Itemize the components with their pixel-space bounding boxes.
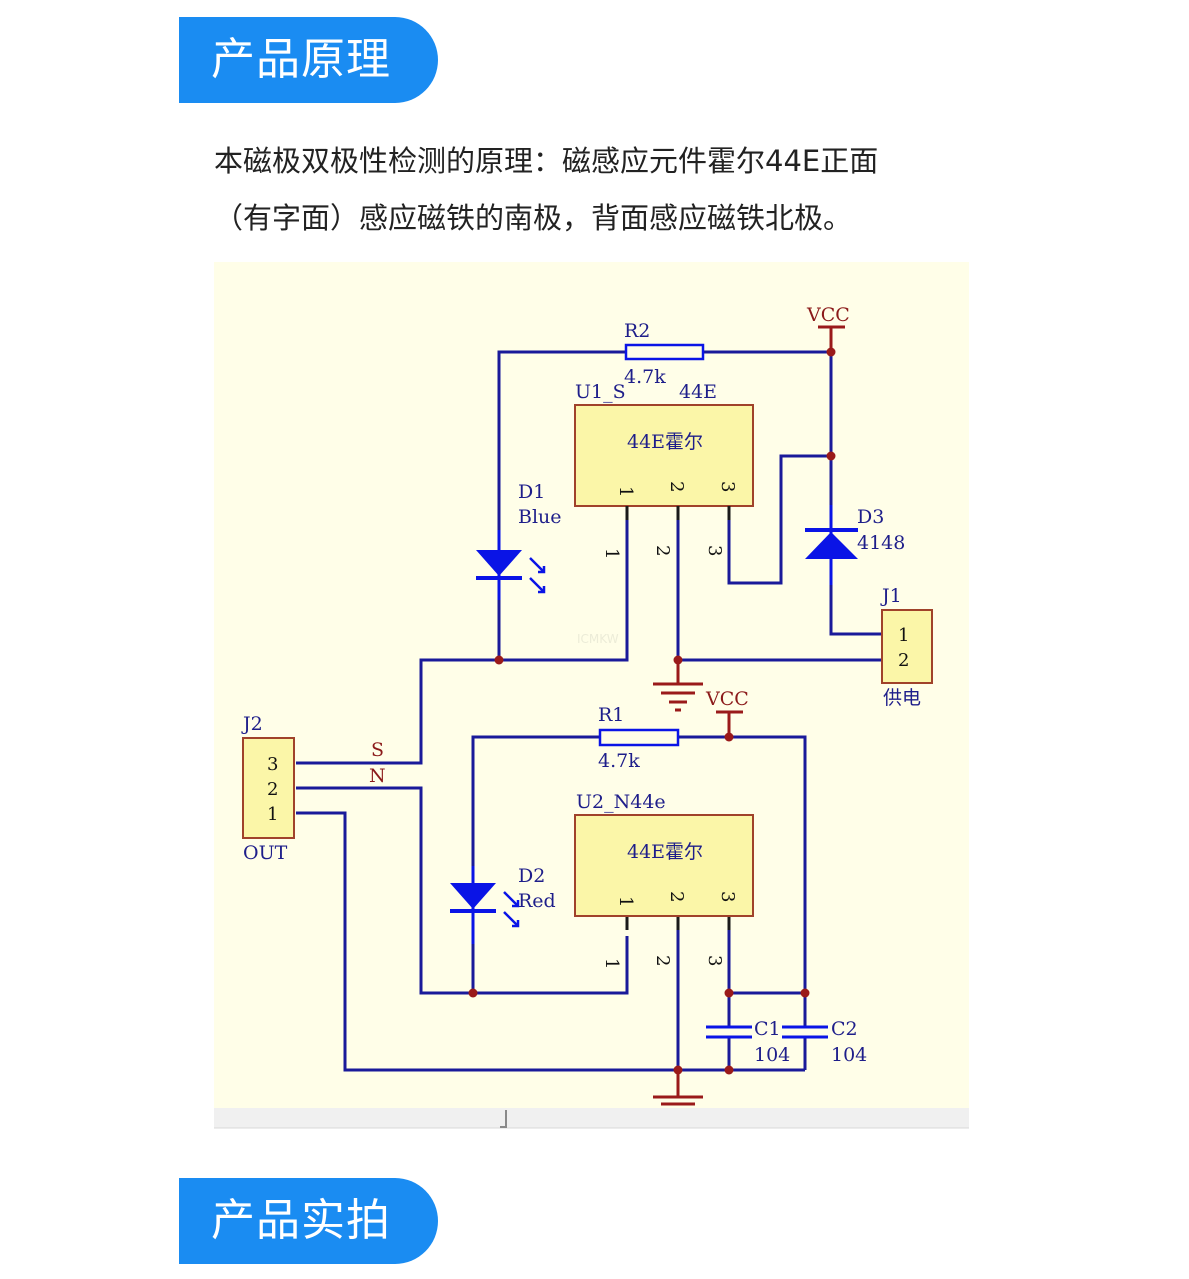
u2-pin3-inner: 3 <box>717 891 738 902</box>
d1-ref: D1 <box>518 481 545 503</box>
wire-r1-vcc <box>678 735 807 993</box>
wire-n-net <box>296 786 629 995</box>
u1-pin3-inner: 3 <box>717 481 738 492</box>
section-title: 产品原理 <box>211 34 391 85</box>
c1-value: 104 <box>754 1044 790 1066</box>
j1-ref: J1 <box>880 585 902 607</box>
j2-pin2: 2 <box>267 779 278 800</box>
u1-pin3-outer: 3 <box>704 545 725 556</box>
vcc-bottom-label: VCC <box>705 688 749 710</box>
resistor-r1 <box>598 728 680 747</box>
capacitor-c1 <box>706 1025 752 1039</box>
u1-ref: U1_S <box>575 381 626 403</box>
junction-dots <box>468 347 836 1075</box>
j2-pin3: 3 <box>267 754 278 775</box>
net-label-s: S <box>371 739 384 761</box>
u2-body-text: 44E霍尔 <box>627 841 703 863</box>
section-title: 产品实拍 <box>211 1195 391 1246</box>
d2-value: Red <box>518 890 556 912</box>
connector-j1 <box>881 609 933 684</box>
r1-ref: R1 <box>598 704 624 726</box>
description-line-2: （有字面）感应磁铁的南极，背面感应磁铁北极。 <box>214 201 853 235</box>
j1-pin1: 1 <box>898 625 909 646</box>
d3-value: 4148 <box>857 532 905 554</box>
c1-ref: C1 <box>754 1018 781 1040</box>
u1-body-text: 44E霍尔 <box>627 431 703 453</box>
c2-ref: C2 <box>831 1018 858 1040</box>
schematic-background <box>214 262 969 1108</box>
description-line-1: 本磁极双极性检测的原理：磁感应元件霍尔44E正面 <box>214 144 879 178</box>
u2-pin3-outer: 3 <box>704 955 725 966</box>
wire-d2-r1 <box>471 735 600 884</box>
led-d1 <box>476 530 546 600</box>
d1-value: Blue <box>518 506 562 528</box>
u1-pin1-inner: 1 <box>615 486 636 497</box>
d2-ref: D2 <box>518 865 545 887</box>
ic-u1 <box>574 404 754 507</box>
connector-j2 <box>242 737 295 839</box>
wire-out-gnd <box>296 811 805 1072</box>
ic-u2 <box>574 814 754 917</box>
j1-pin2: 2 <box>898 650 909 671</box>
scrollbar-thumb[interactable] <box>500 1110 507 1128</box>
u1-pin2-outer: 2 <box>652 545 673 556</box>
section-banner-photos: 产品实拍 <box>179 1178 438 1264</box>
section-banner-principle: 产品原理 <box>179 17 438 103</box>
wire-d1-r2 <box>497 350 626 556</box>
r2-value: 4.7k <box>624 366 666 388</box>
d3-ref: D3 <box>857 506 884 528</box>
u2-pin1-outer: 1 <box>601 958 622 969</box>
u1-part: 44E <box>679 381 717 403</box>
watermark: ICMKW <box>577 632 619 646</box>
circuit-schematic: ICMKW <box>214 262 969 1129</box>
u1-pin1-outer: 1 <box>601 548 622 559</box>
u2-pin2-inner: 2 <box>666 891 687 902</box>
net-label-n: N <box>369 765 386 787</box>
wire-s-net <box>296 506 629 765</box>
capacitor-c2 <box>782 1025 828 1039</box>
horizontal-scrollbar[interactable] <box>214 1108 969 1128</box>
resistor-r2 <box>624 343 705 361</box>
u2-ref: U2_N44e <box>576 791 666 813</box>
led-d2 <box>450 866 520 944</box>
c2-value: 104 <box>831 1044 867 1066</box>
r1-value: 4.7k <box>598 750 640 772</box>
wire-u1-pin3 <box>727 454 831 585</box>
schematic-image: ICMKW <box>214 262 969 1130</box>
u2-pin2-outer: 2 <box>652 955 673 966</box>
r2-ref: R2 <box>624 320 650 342</box>
j1-label: 供电 <box>883 687 921 709</box>
j2-pin1: 1 <box>267 804 278 825</box>
j2-ref: J2 <box>241 713 263 735</box>
diode-d3 <box>805 505 858 585</box>
u1-pin2-inner: 2 <box>666 481 687 492</box>
j2-label: OUT <box>243 842 288 864</box>
u2-pin1-inner: 1 <box>615 896 636 907</box>
vcc-top-label: VCC <box>806 304 850 326</box>
